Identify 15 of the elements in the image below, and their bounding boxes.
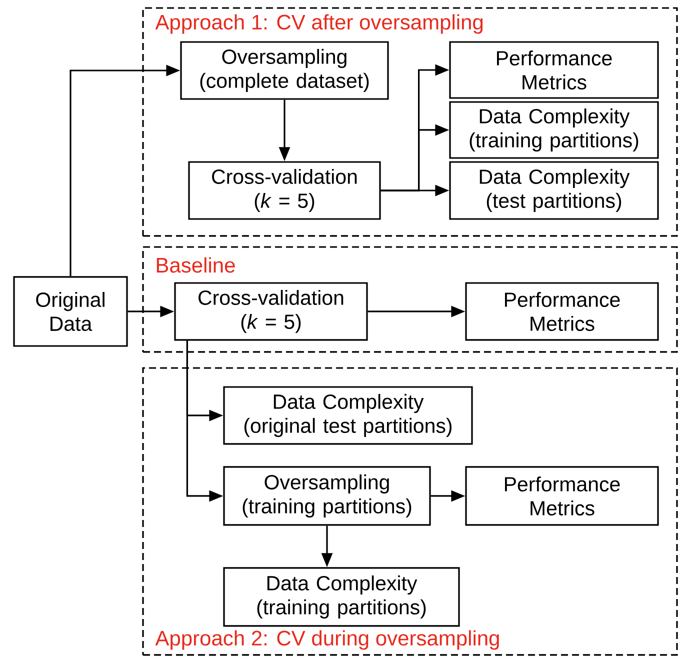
process-box: Performance Metrics (465, 466, 659, 526)
process-box: Data Complexity (training partitions) (449, 101, 659, 159)
process-box: Cross-validation (k = 5) (188, 161, 381, 220)
process-box: Data Complexity (original test partitions) (223, 386, 473, 445)
process-box: Data Complexity (training partitions) (223, 567, 460, 627)
process-box: Cross-validation (k = 5) (174, 282, 368, 341)
process-box: Oversampling (complete dataset) (180, 41, 389, 100)
section-heading: Approach 2: CV during oversampling (155, 630, 499, 650)
input-box: Original Data (13, 276, 128, 347)
process-box: Oversampling (training partitions) (223, 466, 431, 526)
process-box: Data Complexity (test partitions) (449, 161, 659, 220)
process-box: Performance Metrics (465, 282, 659, 341)
process-box: Performance Metrics (449, 41, 659, 99)
section-heading: Approach 1: CV after oversampling (155, 14, 483, 34)
section-heading: Baseline (156, 257, 235, 273)
